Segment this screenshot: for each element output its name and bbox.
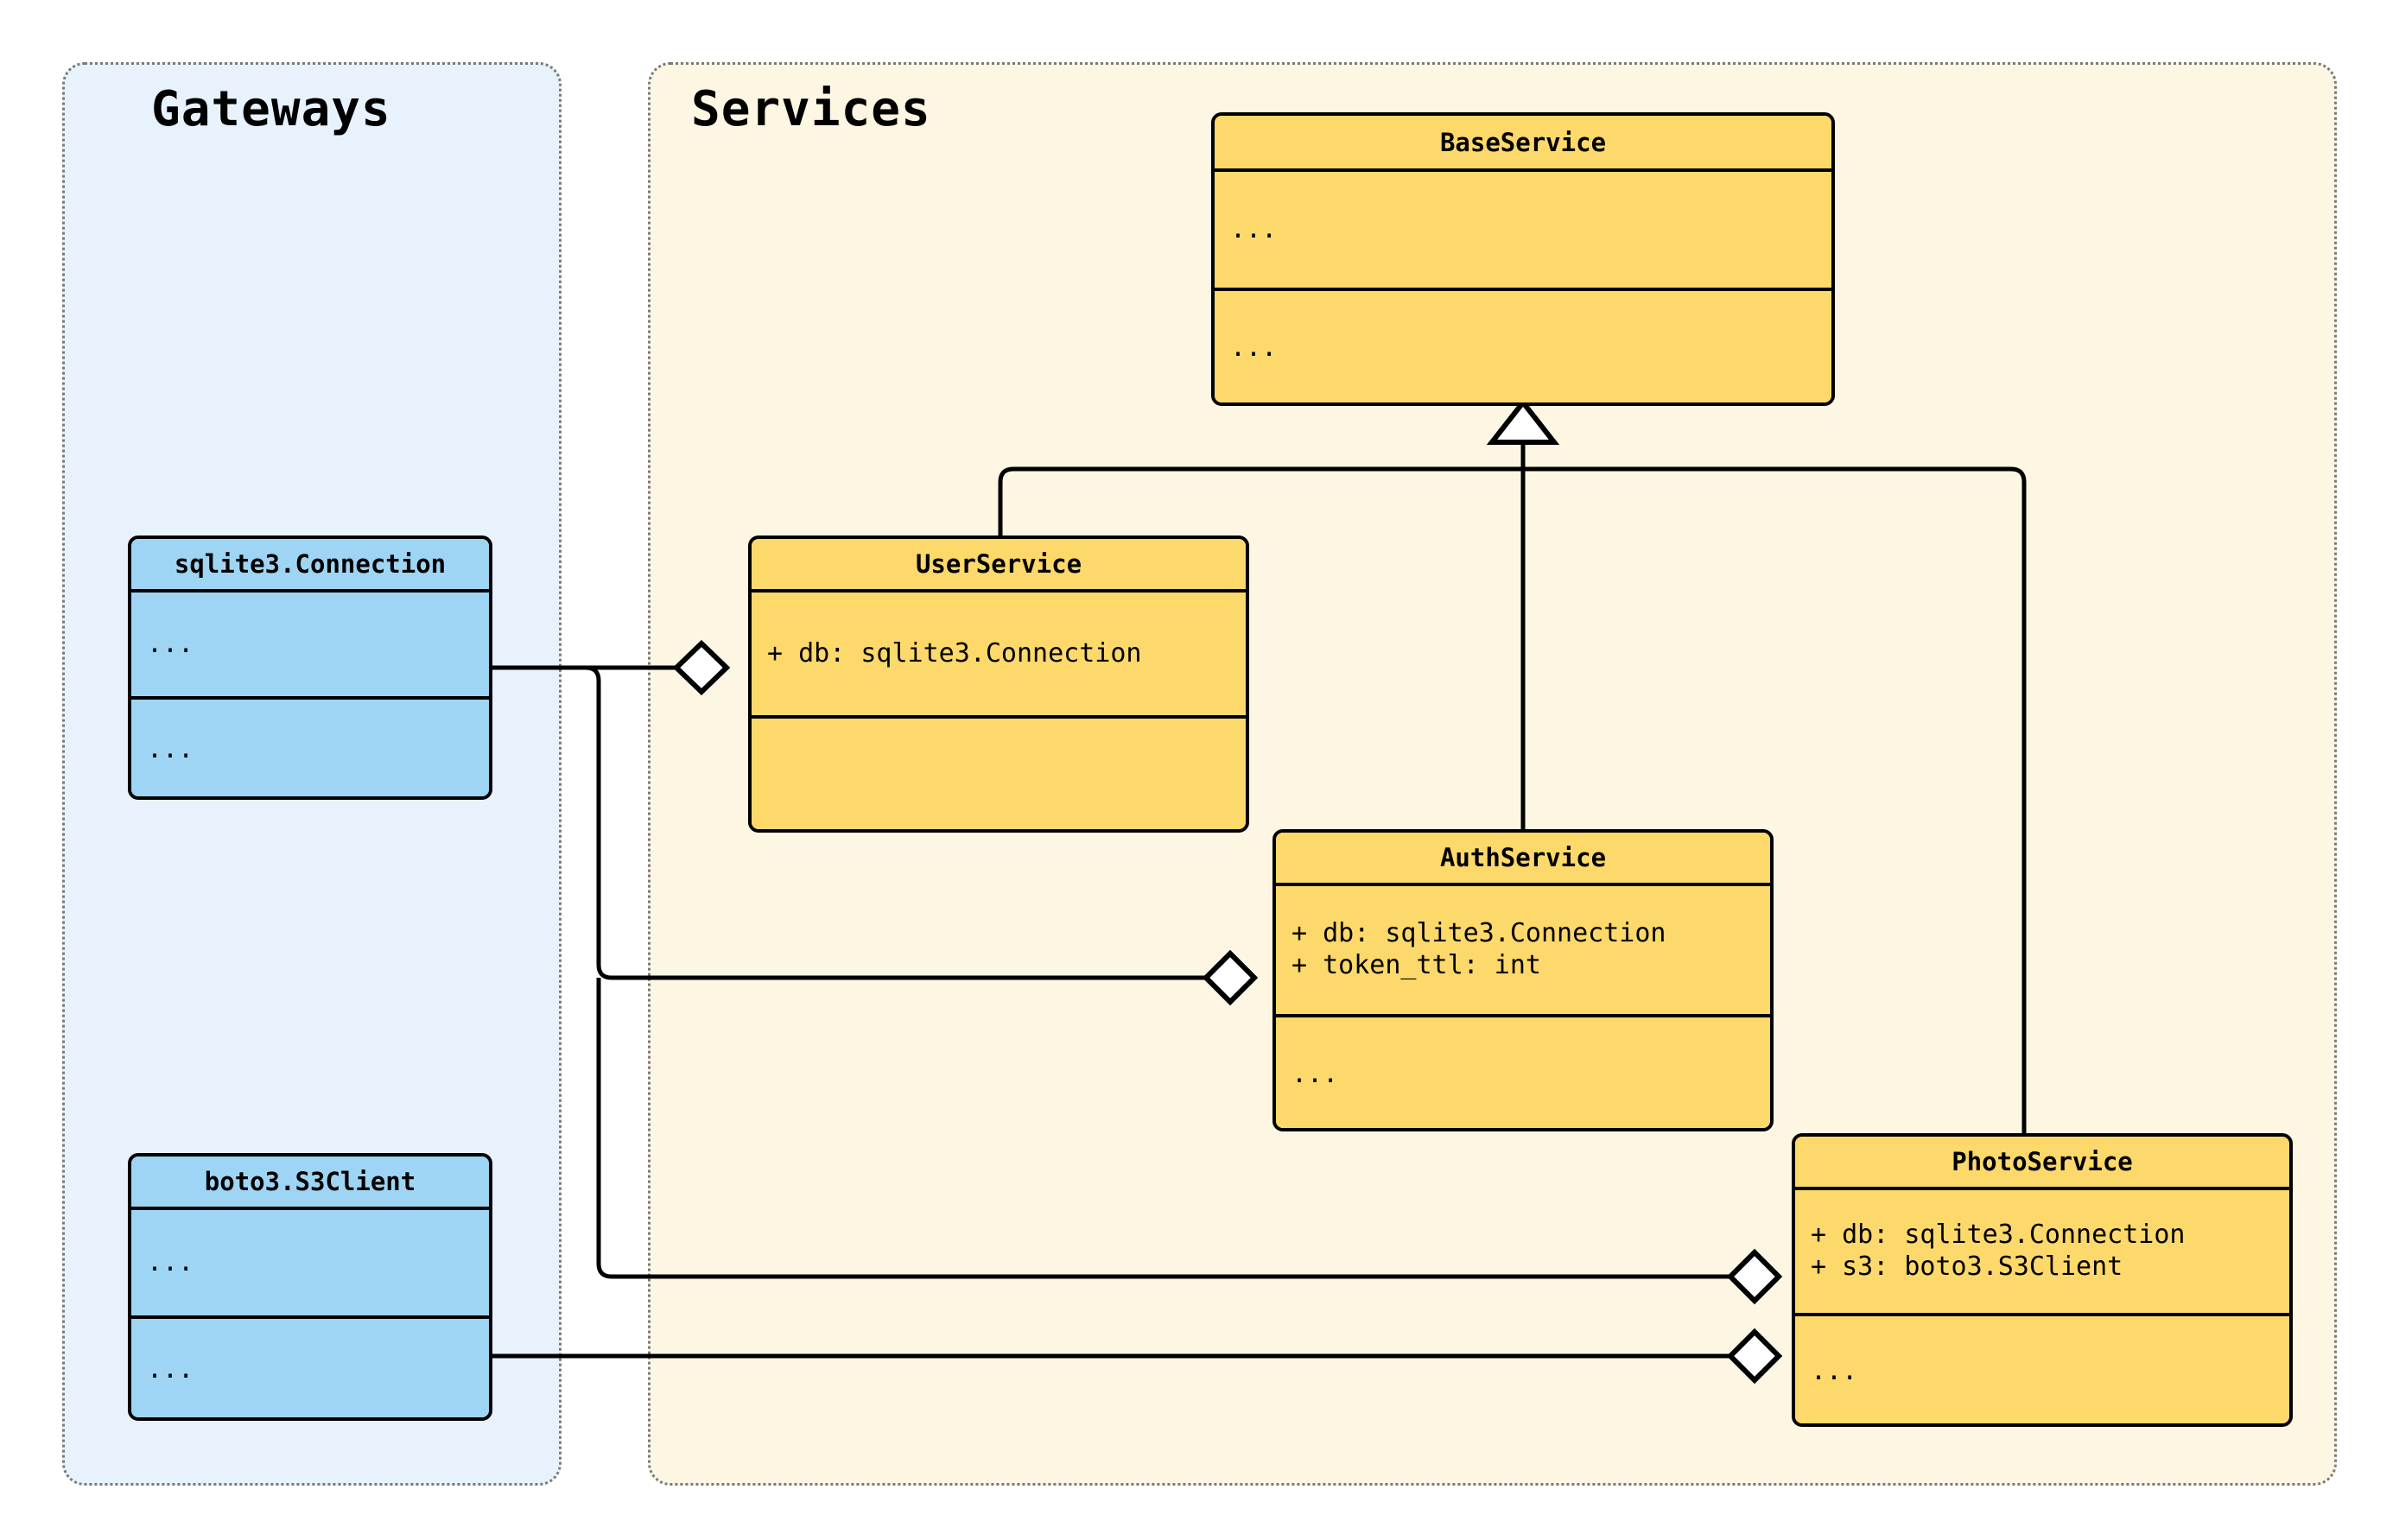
class-box-sqlite-connection[interactable]: sqlite3.Connection ... ... — [128, 536, 492, 800]
class-name-photo-service: PhotoService — [1795, 1137, 2289, 1190]
class-attributes-base-service: ... — [1215, 172, 1831, 288]
class-methods-user-service — [752, 715, 1246, 829]
class-methods-auth-service: ... — [1276, 1014, 1770, 1128]
class-box-user-service[interactable]: UserService + db: sqlite3.Connection — [748, 536, 1249, 833]
class-attributes-sqlite-connection: ... — [131, 593, 489, 696]
class-attributes-boto3-s3client: ... — [131, 1210, 489, 1315]
class-box-photo-service[interactable]: PhotoService + db: sqlite3.Connection + … — [1792, 1133, 2293, 1427]
class-methods-sqlite-connection: ... — [131, 696, 489, 796]
class-name-user-service: UserService — [752, 539, 1246, 593]
class-methods-boto3-s3client: ... — [131, 1315, 489, 1417]
class-name-boto3-s3client: boto3.S3Client — [131, 1157, 489, 1210]
class-methods-photo-service: ... — [1795, 1313, 2289, 1423]
class-attributes-photo-service: + db: sqlite3.Connection + s3: boto3.S3C… — [1795, 1190, 2289, 1313]
class-attributes-auth-service: + db: sqlite3.Connection + token_ttl: in… — [1276, 886, 1770, 1014]
class-box-base-service[interactable]: BaseService ... ... — [1211, 112, 1835, 406]
package-gateways-title: Gateways — [151, 81, 391, 137]
class-name-auth-service: AuthService — [1276, 833, 1770, 886]
class-box-auth-service[interactable]: AuthService + db: sqlite3.Connection + t… — [1272, 829, 1774, 1131]
class-name-sqlite-connection: sqlite3.Connection — [131, 539, 489, 593]
class-name-base-service: BaseService — [1215, 116, 1831, 172]
package-services-title: Services — [691, 81, 931, 137]
class-box-boto3-s3client[interactable]: boto3.S3Client ... ... — [128, 1153, 492, 1421]
class-methods-base-service: ... — [1215, 288, 1831, 402]
class-attributes-user-service: + db: sqlite3.Connection — [752, 593, 1246, 715]
